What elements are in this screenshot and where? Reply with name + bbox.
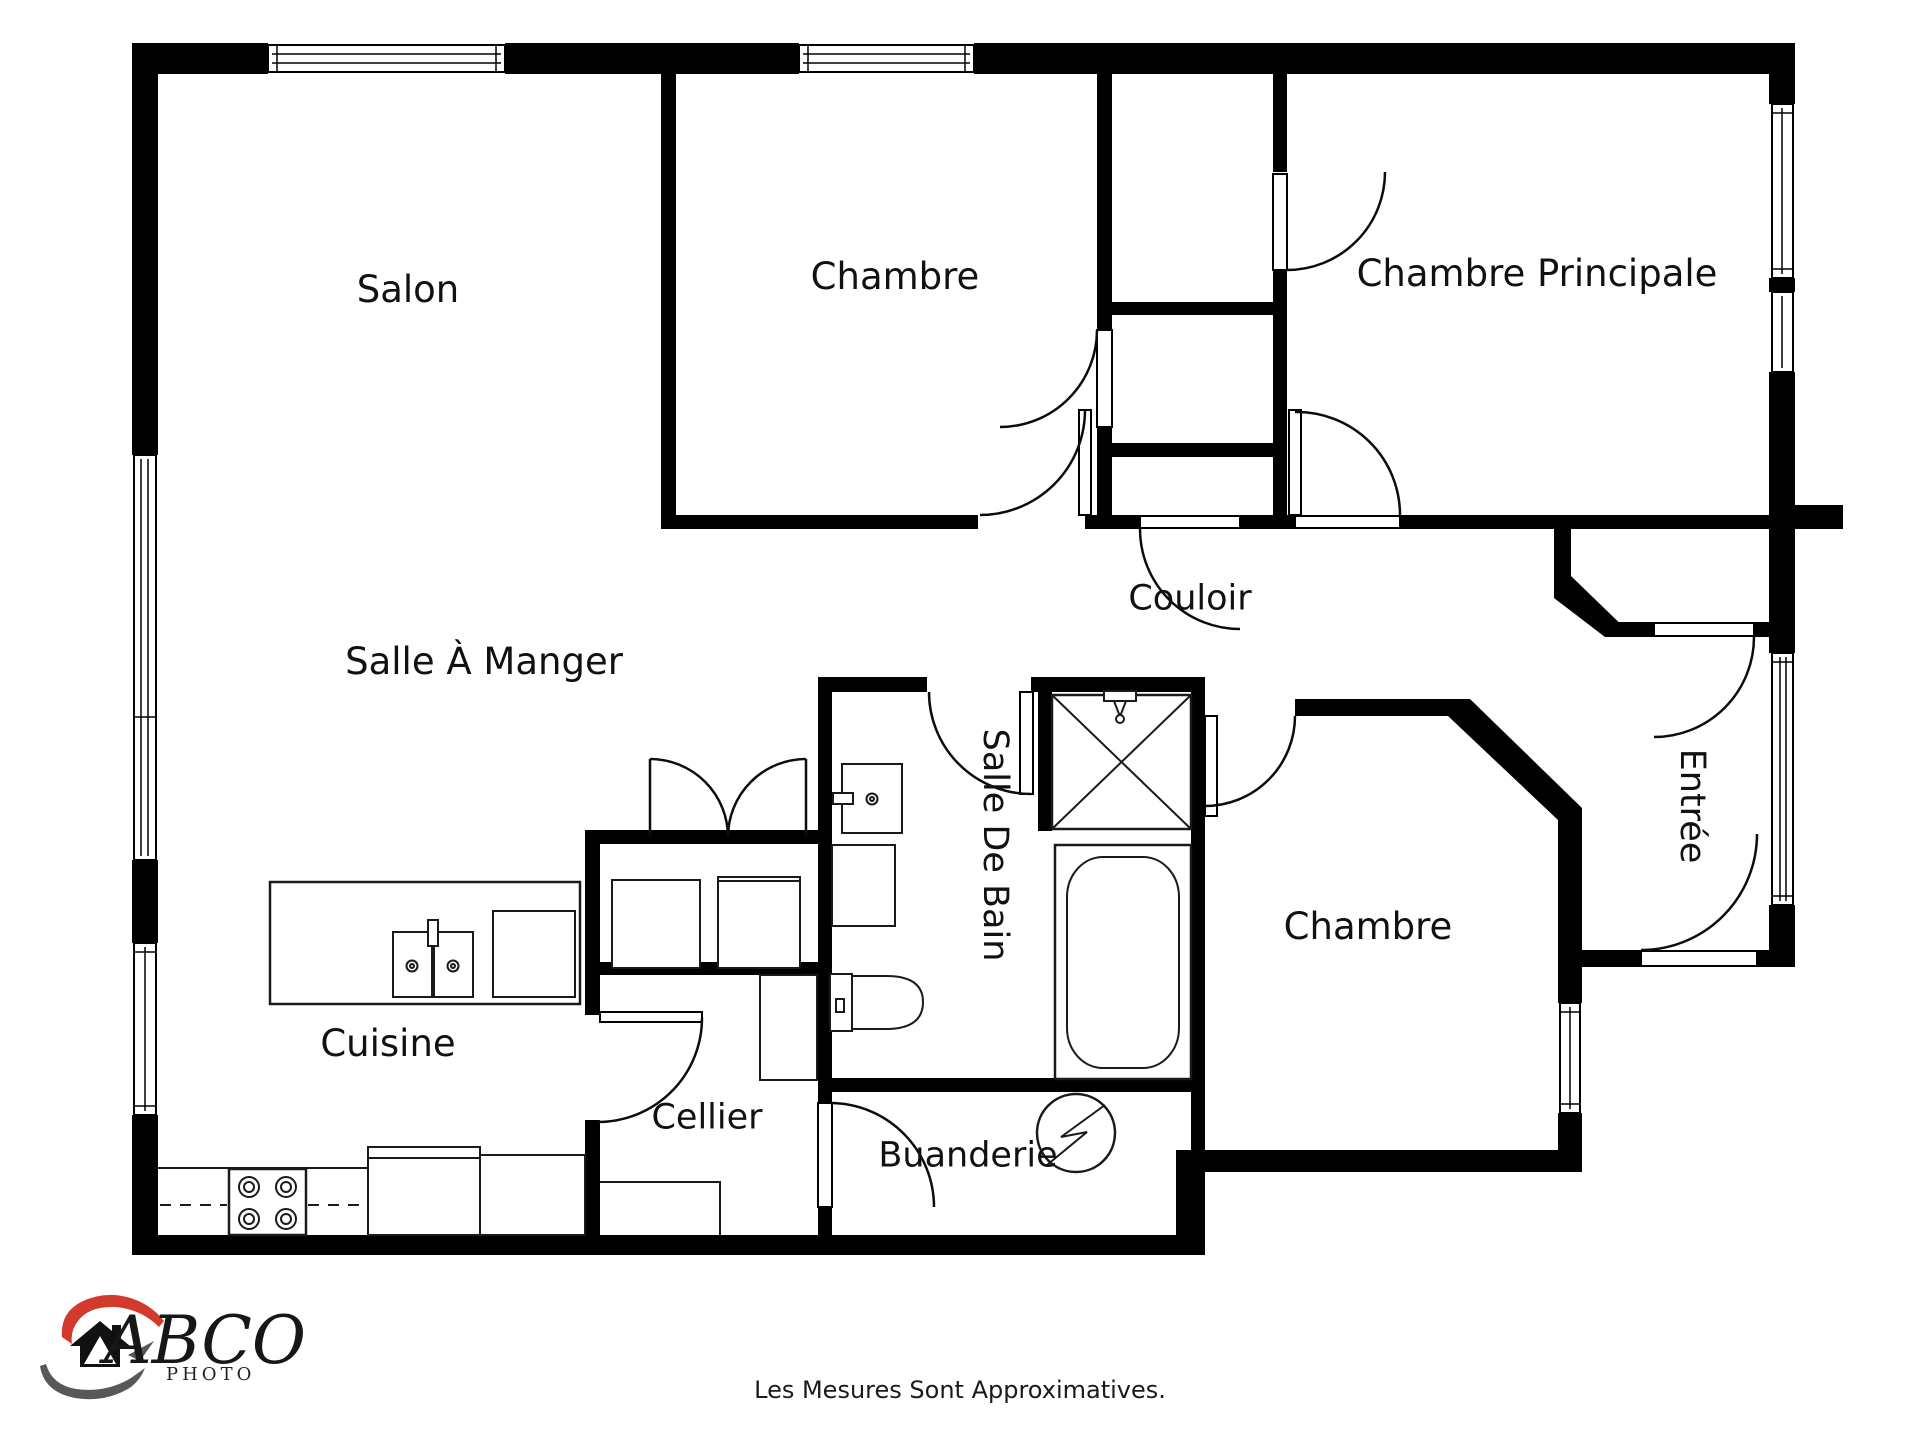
door-entree-bas — [1640, 833, 1759, 967]
window-icon-chambre-bas — [1559, 1002, 1581, 1114]
windows-layer — [133, 44, 1794, 1116]
washer-icon — [1035, 1092, 1117, 1174]
toilet-icon — [829, 973, 925, 1032]
door-closet-chambre — [999, 329, 1113, 429]
logo-sub-text: PHOTO — [166, 1364, 255, 1385]
window-icon-top-chambre — [798, 44, 975, 73]
fixtures-layer — [158, 690, 1193, 1237]
room-label-chambre-haut: Chambre — [811, 255, 980, 298]
kitchen-counter — [158, 1146, 586, 1237]
disclaimer-text: Les Mesures Sont Approximatives. — [754, 1376, 1166, 1404]
room-label-salon: Salon — [357, 268, 460, 311]
door-closet-principale — [1272, 171, 1387, 272]
bathroom-sink — [831, 763, 903, 927]
window-icon-right-principale-2 — [1771, 291, 1794, 373]
room-label-cellier: Cellier — [651, 1097, 763, 1137]
window-icon-left-upper — [133, 454, 157, 861]
bathtub-icon — [1053, 843, 1193, 1081]
room-label-entree: Entrée — [1672, 749, 1712, 864]
appliance-icon — [367, 1146, 481, 1236]
room-label-chambre-bas: Chambre — [1284, 905, 1453, 948]
shower-icon — [1050, 690, 1193, 831]
room-label-buanderie: Buanderie — [878, 1135, 1057, 1175]
window-icon-top-salon — [267, 44, 506, 73]
nook-cabinets — [611, 876, 801, 969]
door-salle-de-bain — [927, 691, 1034, 796]
door-buanderie — [817, 1101, 936, 1208]
door-couloir-closet — [1138, 515, 1241, 631]
appliance-icon — [479, 1154, 586, 1236]
door-chambre-haut — [979, 409, 1092, 517]
door-chambre-bas — [1204, 715, 1297, 817]
room-label-couloir: Couloir — [1128, 578, 1252, 618]
water-heater-icon — [759, 974, 818, 1081]
faucet-icon — [427, 919, 439, 947]
door-double-nook — [648, 757, 808, 838]
logo-swoosh-tip — [128, 1341, 154, 1361]
kitchen-island — [268, 880, 582, 1006]
logo-swoosh-icon — [40, 1364, 145, 1400]
cellier-fixtures — [600, 974, 818, 1235]
window-icon-left-lower — [133, 942, 157, 1116]
room-label-salle-de-bain: Salle De Bain — [975, 729, 1015, 962]
room-label-salle-a-manger: Salle À Manger — [345, 639, 624, 683]
door-cellier — [597, 1011, 704, 1124]
room-label-chambre-principale: Chambre Principale — [1357, 252, 1718, 295]
logo-house-icon — [70, 1321, 130, 1367]
door-entree-haut — [1653, 622, 1756, 739]
logo-roof-icon — [61, 1294, 164, 1344]
window-icon-right-principale-1 — [1771, 103, 1794, 279]
window-icon-entree — [1771, 652, 1794, 906]
faucet-icon — [832, 792, 854, 805]
logo-brand-text: ABCO — [98, 1302, 306, 1379]
door-chambre-principale — [1288, 409, 1402, 529]
doors-layer — [597, 171, 1759, 1208]
abco-logo: ABCO PHOTO — [40, 1294, 306, 1400]
room-label-cuisine: Cuisine — [320, 1022, 455, 1065]
